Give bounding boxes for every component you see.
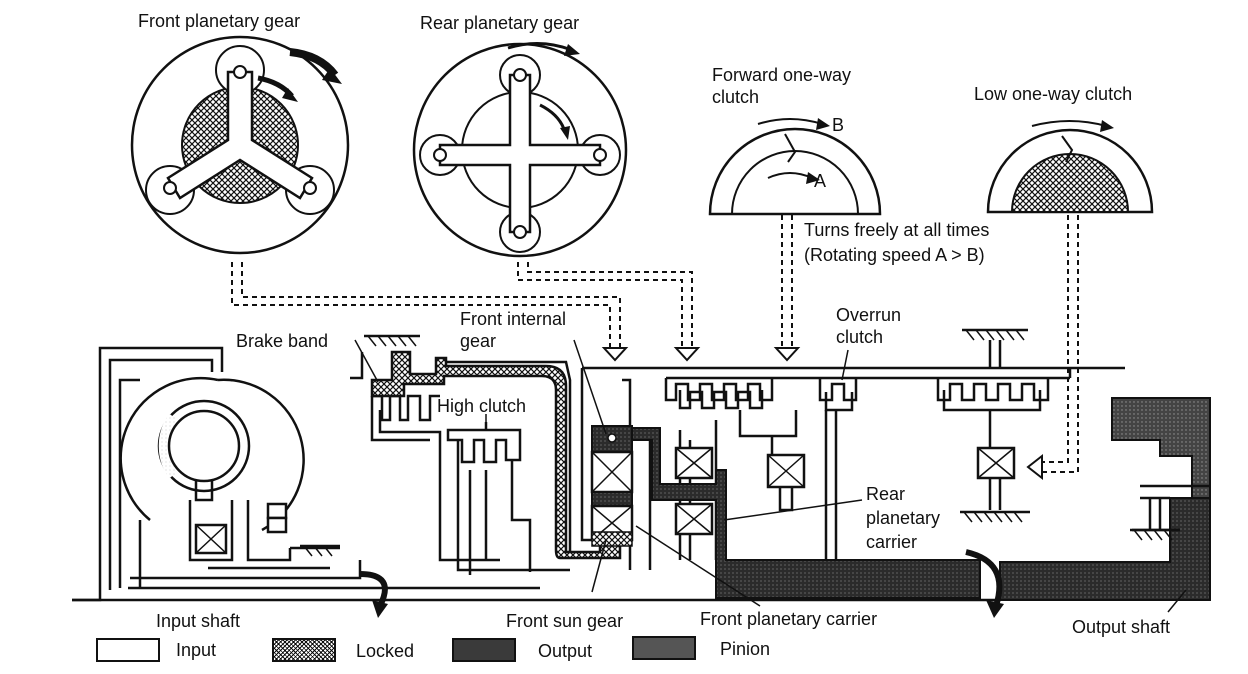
forward-one-way-clutch-label: Forward one-way clutch (712, 65, 852, 107)
dashed-connectors (231, 215, 1079, 473)
legend-swatch-input (96, 638, 160, 662)
brake-band-label: Brake band (236, 331, 329, 351)
input-shaft-label: Input shaft (156, 611, 241, 631)
rear-planetary-gear-label: Rear planetary gear (420, 13, 580, 33)
ground-hatches (300, 328, 1180, 557)
dashed-arrow-heads (601, 347, 1043, 481)
output-housing-shape (1111, 397, 1211, 499)
front-sun-gear-label: Front sun gear (506, 611, 624, 631)
point-a-label: A (814, 171, 827, 191)
legend-swatch-output (452, 638, 516, 662)
front-planetary-gear-label: Front planetary gear (138, 11, 301, 31)
rear-planetary-carrier-label: Rear planetary carrier (866, 484, 941, 552)
front-planetary-pinions (590, 425, 714, 547)
legend-label-locked: Locked (356, 641, 415, 661)
front-planetary-gear-illustration (130, 35, 350, 255)
front-planetary-carrier-label: Front planetary carrier (700, 609, 878, 629)
point-b-label: B (832, 115, 845, 135)
output-shaft-shape (999, 497, 1211, 601)
legend-swatch-pinion (632, 636, 696, 660)
legend-label-input: Input (176, 640, 217, 660)
low-one-way-clutch-illustration (986, 120, 1154, 214)
low-one-way-clutch-label: Low one-way clutch (974, 84, 1133, 104)
overrun-clutch-label: Overrun clutch (836, 305, 902, 347)
turns-freely-note: Turns freely at all times (Rotating spee… (804, 220, 990, 265)
front-internal-gear-label: Front internal gear (460, 309, 567, 351)
output-shaft-label: Output shaft (1072, 617, 1171, 637)
output-rotation-arrow-icon (986, 600, 1004, 618)
rotation-arrows (359, 549, 1003, 608)
high-clutch-label: High clutch (437, 396, 527, 416)
input-rotation-arrow-icon (372, 600, 388, 618)
leader-lines (354, 339, 1187, 613)
rear-planetary-gear-illustration (412, 41, 628, 258)
legend-swatch-locked (272, 638, 336, 662)
legend-label-pinion: Pinion (720, 639, 771, 659)
legend-label-output: Output (538, 641, 593, 661)
front-internal-gear-shape (370, 350, 622, 560)
forward-one-way-clutch-illustration (708, 118, 882, 216)
